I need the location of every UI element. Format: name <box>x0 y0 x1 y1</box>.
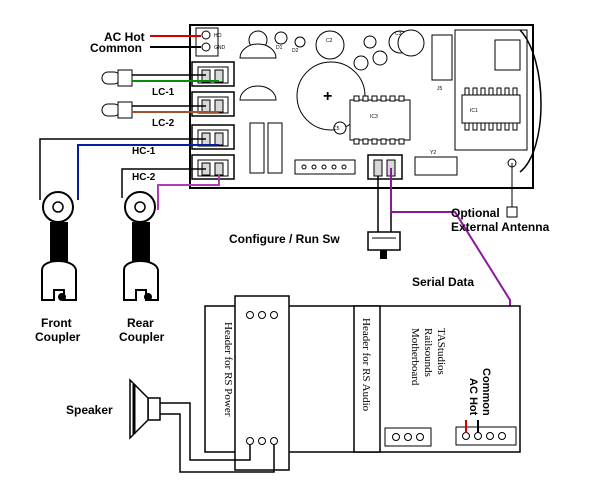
transistor-small-1 <box>363 35 377 49</box>
label-rear-coupler: Coupler <box>119 330 165 344</box>
label-mb-ac-hot: AC Hot <box>467 378 479 416</box>
capacitor-c2 <box>315 30 345 60</box>
lamp-lc2 <box>101 101 219 119</box>
wire-hc1-signal <box>77 144 219 200</box>
wire-hc1-common <box>39 138 206 200</box>
power-terminal-ho <box>201 30 211 40</box>
silk-ic3: IC3 <box>370 114 378 120</box>
label-configure-run: Configure / Run Sw <box>229 232 340 246</box>
capacitor-plus-symbol: + <box>323 88 332 105</box>
speaker-wire-2 <box>160 413 275 473</box>
motherboard-connector-left-pins <box>392 433 424 441</box>
silk-d1: D1 <box>276 45 283 51</box>
transistor-small-2 <box>372 50 388 66</box>
label-ac-hot: AC Hot <box>104 30 145 44</box>
resistor-2 <box>267 122 283 174</box>
label-motherboard-line3: Motherboard <box>409 328 421 386</box>
rs-audio-header-strip <box>353 305 381 453</box>
label-rear: Rear <box>127 316 154 330</box>
ic3-pins <box>353 95 405 145</box>
wire-hc2-signal <box>157 175 220 210</box>
silk-ho: HO <box>214 33 222 39</box>
silk-d2: D2 <box>292 48 299 54</box>
label-external-antenna: External Antenna <box>451 220 550 234</box>
configure-run-switch <box>367 231 401 259</box>
label-hc2: HC-2 <box>132 172 156 183</box>
resistor-1 <box>249 122 265 174</box>
speaker <box>129 378 161 440</box>
speaker-wire-1 <box>160 402 251 461</box>
antenna-terminal <box>506 206 518 218</box>
motherboard <box>204 295 521 471</box>
connector-switch-serial <box>367 154 403 180</box>
silk-gnd: GND <box>214 45 226 51</box>
label-lc1: LC-1 <box>152 87 175 98</box>
crystal-y2 <box>414 156 458 176</box>
regulator-1 <box>239 43 277 59</box>
ic3-chip <box>349 99 411 141</box>
regulator-2 <box>239 85 277 101</box>
capacitor-small-3 <box>353 55 369 71</box>
diode-d1 <box>274 31 288 45</box>
label-lc2: LC-2 <box>152 118 175 129</box>
silk-c5: C5 <box>333 126 340 132</box>
connector-hc2 <box>191 154 235 180</box>
label-speaker: Speaker <box>66 403 113 417</box>
silk-c2: C2 <box>326 38 333 44</box>
label-header-rs-audio: Header for RS Audio <box>360 318 372 412</box>
front-coupler <box>41 191 77 301</box>
rs-power-top-pins <box>246 311 278 319</box>
capacitor-c4 <box>397 29 425 57</box>
label-motherboard-line2: Railsounds <box>422 328 434 377</box>
power-terminal-gnd <box>201 42 211 52</box>
silk-y2: Y2 <box>430 150 436 156</box>
silk-j5: J5 <box>437 86 443 92</box>
label-serial-data: Serial Data <box>412 275 474 289</box>
ic1-pins <box>464 87 518 131</box>
label-hc1: HC-1 <box>132 146 156 157</box>
label-front: Front <box>41 316 72 330</box>
label-motherboard-line1: TAStudios <box>435 328 447 375</box>
silk-c3: C3 <box>395 31 402 37</box>
main-circuit-board: HO GND C1 D1 D2 C2 + C3 I <box>189 24 534 189</box>
label-mb-common: Common <box>480 368 492 416</box>
rs-power-bottom-pins <box>246 437 278 445</box>
ic1-upper-pad <box>494 39 521 71</box>
wire-hc2-common <box>121 168 206 198</box>
capacitor-c5 <box>333 121 347 135</box>
pad-row-pins <box>301 164 347 170</box>
lamp-lc1 <box>101 69 219 87</box>
label-header-rs-power: Header for RS Power <box>222 322 234 417</box>
diode-d2 <box>294 36 306 48</box>
silk-ic1: IC1 <box>470 108 478 114</box>
j5-header <box>431 34 453 81</box>
label-optional: Optional <box>451 206 500 220</box>
label-common: Common <box>90 41 142 55</box>
rear-coupler <box>123 191 159 301</box>
label-front-coupler: Coupler <box>35 330 81 344</box>
connector-lc1 <box>191 61 235 87</box>
ic1-chip <box>461 94 521 124</box>
antenna-wire-loop <box>519 29 542 173</box>
